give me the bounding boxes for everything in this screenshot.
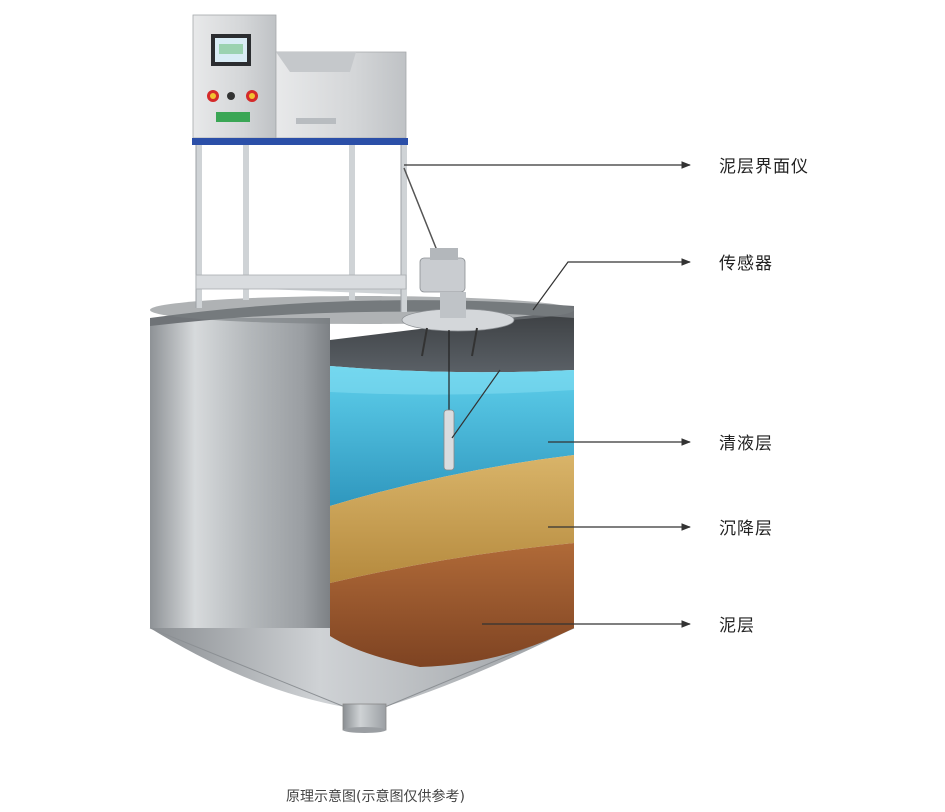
base-strip: [192, 138, 408, 145]
leaders: [404, 161, 691, 628]
tank-outer-wall: [150, 318, 330, 628]
label-settling: 沉降层: [719, 519, 773, 539]
indicator-icon: [227, 92, 235, 100]
brand-badge: [216, 112, 250, 122]
leader-sensor-probe: [451, 369, 501, 439]
sensor-probe: [443, 409, 455, 471]
settling-layer: [330, 455, 574, 583]
sludge-layer: [330, 543, 574, 667]
label-clear-liquid: 清液层: [719, 434, 773, 454]
interface-meter-unit: [192, 14, 408, 145]
outlet-pipe: [342, 703, 387, 731]
leader-sensor: [532, 258, 691, 311]
sensor-assembly: [401, 167, 515, 471]
tank: [149, 296, 575, 733]
label-interface-meter: 泥层界面仪: [719, 157, 809, 177]
label-sensor: 传感器: [719, 254, 773, 274]
diagram-caption: 原理示意图(示意图仅供参考): [286, 789, 465, 805]
label-sludge: 泥层: [719, 616, 755, 636]
